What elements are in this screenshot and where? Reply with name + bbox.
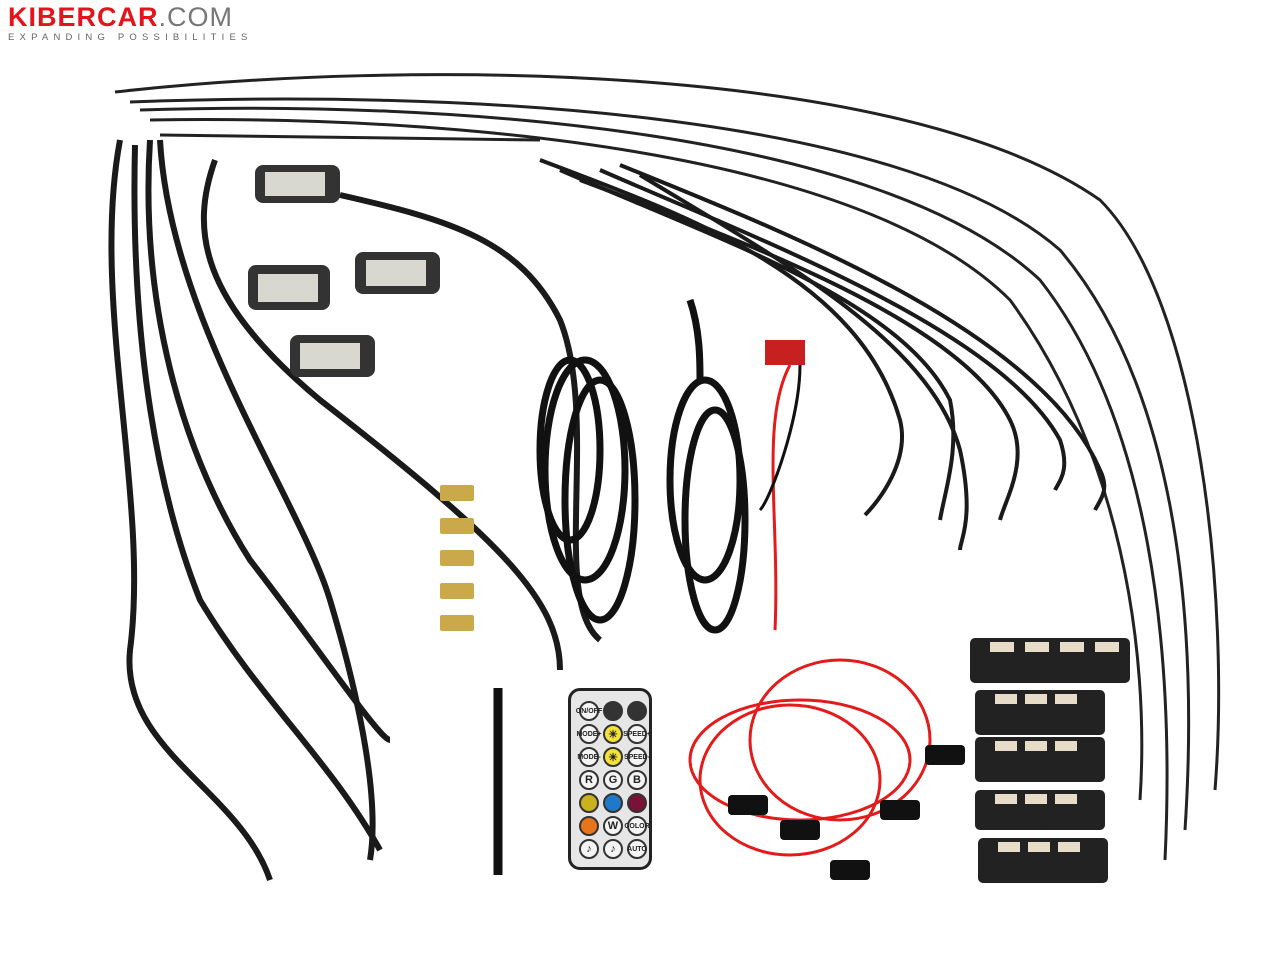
remote-button[interactable]: ♪ [579,839,599,859]
logo-domain: .COM [158,2,234,32]
remote-button[interactable]: COLOR [624,816,650,836]
braided-harnesses [108,139,603,881]
remote-button[interactable] [627,701,647,721]
sensor-harness [539,158,1107,551]
remote-button[interactable] [579,793,599,813]
remote-button[interactable]: SPEED- [624,747,650,767]
remote-button[interactable]: AUTO [627,839,647,859]
mini-fuses [440,485,474,631]
led-pods [248,165,440,377]
wire-coil-right [666,298,749,634]
inline-fuse-holders [728,745,965,880]
fiber-strips [114,73,1221,861]
remote-button[interactable] [603,793,623,813]
kibercar-logo: KIBERCAR.COM EXPANDING POSSIBILITIES [8,2,253,43]
remote-button[interactable]: G [603,770,623,790]
junction-boxes [970,638,1130,883]
fuse-tap [758,340,805,631]
remote-button[interactable]: B [627,770,647,790]
logo-tagline: EXPANDING POSSIBILITIES [8,32,253,43]
remote-button[interactable]: ♪ [603,839,623,859]
remote-button[interactable]: ON/OFF [576,701,602,721]
remote-button[interactable]: ☀ [603,747,623,767]
remote-button[interactable]: SPEED+ [623,724,651,744]
remote-button[interactable] [627,793,647,813]
remote-button[interactable]: ☀ [603,724,623,744]
remote-button[interactable]: MODE- [577,747,601,767]
wire-coil-left [536,356,639,624]
remote-button[interactable] [603,701,623,721]
remote-button[interactable]: W [603,816,623,836]
logo-brand: KIBERCAR [8,2,159,32]
remote-button[interactable]: R [579,770,599,790]
remote-button[interactable]: MODE+ [576,724,602,744]
remote-button[interactable] [579,816,599,836]
